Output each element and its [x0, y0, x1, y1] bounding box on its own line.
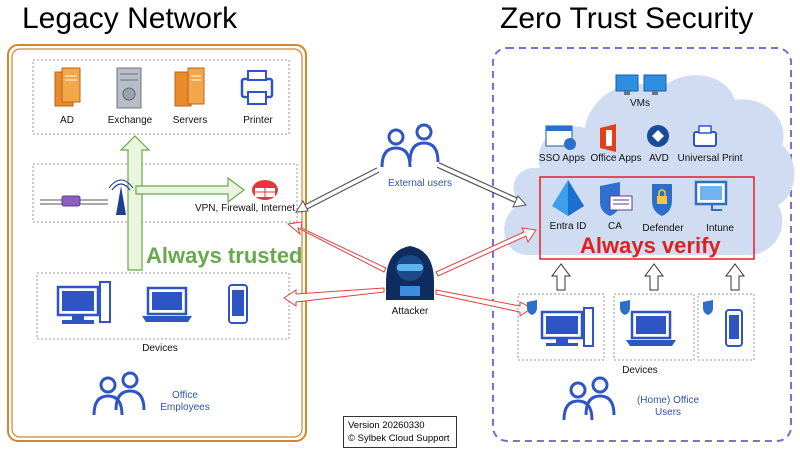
green-up-arrow [119, 135, 151, 271]
legacy-devices-label: Devices [142, 343, 178, 354]
antenna-icon [116, 186, 126, 215]
network-label: VPN, Firewall, Internet [194, 203, 296, 214]
phone-icon [228, 284, 248, 324]
zt-devices-label: Devices [622, 365, 658, 376]
avd-icon [647, 125, 669, 147]
attacker-arrows [283, 221, 537, 317]
vm-icons [615, 74, 667, 95]
office-employees-label-line2: Employees [160, 402, 210, 413]
zt-device-box-2 [613, 293, 695, 361]
sso-apps-icon [545, 125, 576, 150]
zt-device-box-3 [697, 293, 755, 361]
green-right-arrow [135, 176, 245, 204]
devices-box [36, 272, 290, 340]
laptop-icon [142, 286, 192, 322]
intune-icon [694, 180, 728, 211]
home-office-users-label-line1: (Home) Office [636, 395, 700, 406]
legacy-border-inner [11, 48, 303, 438]
verify-box [539, 176, 755, 260]
zero-trust-title: Zero Trust Security [500, 2, 754, 35]
verify-up-arrows [551, 263, 745, 291]
attacker-icon [386, 246, 434, 300]
attacker-label: Attacker [391, 306, 429, 317]
office-employees-label-line1: Office [172, 390, 198, 401]
universal-print-icon [693, 125, 717, 147]
office-employees-label: Office Employees [150, 390, 220, 414]
server-label-exchange: Exchange [107, 115, 153, 126]
zt-laptop-icon [626, 310, 676, 346]
app-label-sso: SSO Apps [538, 153, 586, 164]
home-office-users-label-line2: Users [654, 407, 682, 418]
control-label-entra: Entra ID [549, 221, 587, 232]
server-label-printer: Printer [243, 115, 273, 126]
office-employees-icon [92, 371, 146, 416]
always-verify-label: Always verify [580, 233, 721, 258]
exchange-server-icon [116, 67, 142, 109]
office-apps-icon [600, 124, 616, 152]
legacy-network-title: Legacy Network [22, 2, 238, 35]
firewall-icon [252, 180, 278, 200]
desktop-icon [56, 281, 111, 324]
external-users-icon [380, 123, 440, 168]
control-label-ca: CA [608, 221, 622, 232]
servers-icon [174, 67, 205, 107]
vms-label: VMs [630, 98, 650, 109]
app-label-avd: AVD [649, 153, 669, 164]
entra-id-icon [552, 180, 584, 216]
control-label-defender: Defender [642, 223, 684, 234]
server-label-servers: Servers [172, 115, 208, 126]
version-line: Version 20260330 [348, 420, 425, 431]
zt-phone-icon [725, 309, 743, 347]
device-shield-icons [527, 300, 713, 315]
version-box: Version 20260330 © Sylbek Cloud Support [343, 416, 457, 448]
legacy-border-outer [7, 44, 307, 442]
ca-icon [600, 182, 633, 216]
ad-server-icon [54, 67, 81, 107]
home-office-users-label: (Home) Office Users [628, 395, 708, 419]
network-box [32, 163, 298, 223]
always-trusted-label: Always trusted [146, 243, 303, 268]
server-label-ad: AD [60, 115, 74, 126]
external-users-label: External users [388, 178, 452, 189]
defender-icon [652, 184, 672, 216]
zero-trust-border [492, 47, 792, 442]
home-office-users-icon [562, 376, 616, 421]
control-label-intune: Intune [706, 223, 734, 234]
printer-icon [240, 70, 274, 105]
servers-box [32, 59, 290, 135]
app-label-office: Office Apps [590, 153, 642, 164]
copyright-line: © Sylbek Cloud Support [348, 433, 450, 444]
app-label-universal-print: Universal Print [677, 153, 743, 164]
zt-desktop-icon [540, 307, 594, 347]
switch-icon [61, 195, 81, 207]
